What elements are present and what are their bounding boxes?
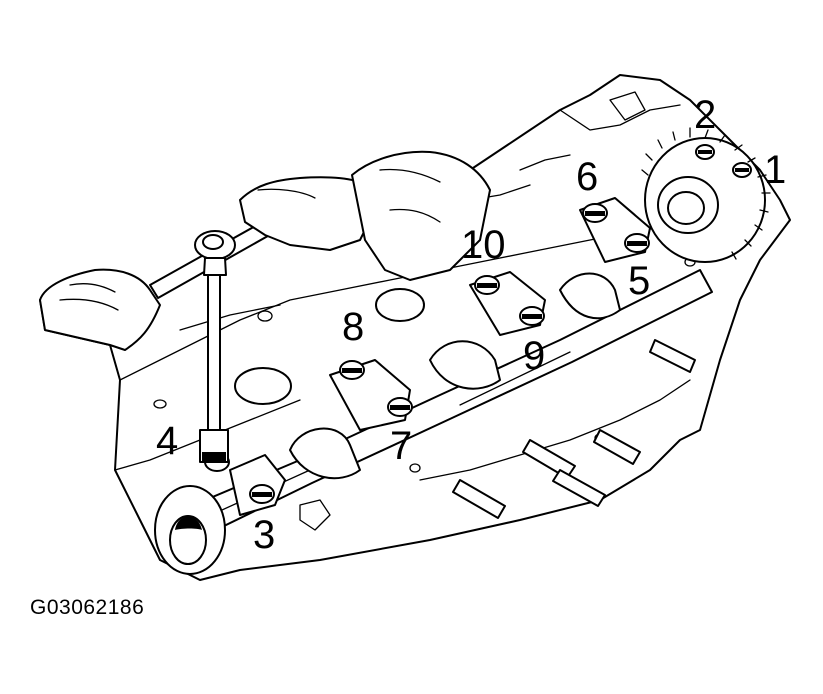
figure-code: G03062186 — [30, 596, 145, 619]
hands — [39, 150, 491, 351]
bolts — [204, 144, 752, 504]
label-bolt-8: 8 — [342, 305, 364, 349]
callout-labels: 1 2 3 4 5 6 7 8 9 10 — [156, 93, 786, 557]
bolt-5-head — [624, 233, 650, 253]
label-bolt-5: 5 — [628, 259, 650, 303]
bolt-1-head — [732, 162, 752, 178]
bolt-2-head — [695, 144, 715, 160]
label-bolt-10: 10 — [461, 223, 506, 267]
cylinder-head — [39, 74, 791, 581]
label-bolt-4: 4 — [156, 419, 178, 463]
bolt-3-head — [249, 484, 275, 504]
bolt-10-head — [474, 275, 500, 295]
label-bolt-1: 1 — [764, 148, 786, 192]
bolt-7-head — [387, 397, 413, 417]
bolt-6-head — [582, 203, 608, 223]
socket-wrench — [149, 214, 283, 463]
bolt-9-head — [519, 306, 545, 326]
label-bolt-7: 7 — [390, 424, 412, 468]
label-bolt-6: 6 — [576, 155, 598, 199]
label-bolt-3: 3 — [253, 513, 275, 557]
label-bolt-2: 2 — [694, 93, 716, 137]
bolt-8-head — [339, 360, 365, 380]
label-bolt-9: 9 — [523, 334, 545, 378]
valve-stems — [452, 339, 696, 519]
camshaft — [154, 269, 713, 575]
